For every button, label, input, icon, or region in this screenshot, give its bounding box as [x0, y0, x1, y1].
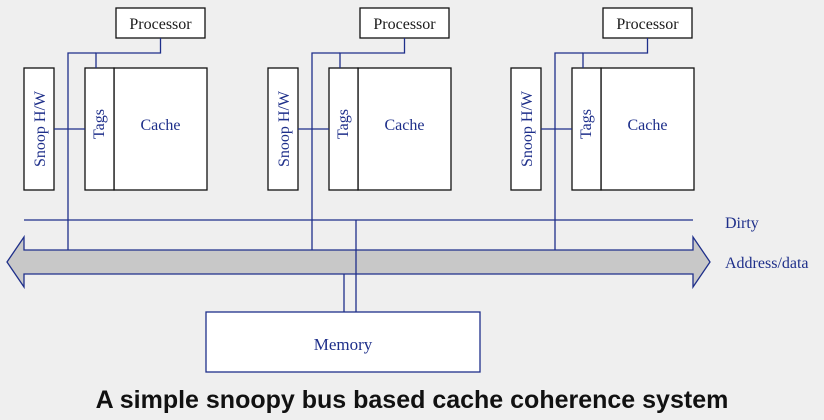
processor-label: Processor: [373, 16, 436, 33]
cache-box: [113, 67, 208, 191]
snoopy-bus-diagram: Processor Cache Tags Snoop H/W Processor…: [6, 7, 809, 373]
tags-label: Tags: [91, 109, 108, 139]
address-data-bus: [6, 234, 711, 290]
snoop-hw-box: [267, 67, 299, 191]
snoop-hw-box: [510, 67, 542, 191]
diagram-caption: A simple snoopy bus based cache coherenc…: [95, 386, 729, 414]
cache-label: Cache: [141, 117, 181, 134]
snoop-hw-label: Snoop H/W: [276, 90, 293, 167]
node-1: Processor Cache Tags Snoop H/W: [23, 7, 208, 250]
bus-drop-line: [554, 52, 583, 250]
processor-box: [115, 7, 206, 39]
tags-label: Tags: [335, 109, 352, 139]
processor-link: [582, 38, 649, 68]
cache-label: Cache: [628, 117, 668, 134]
processor-label: Processor: [129, 16, 192, 33]
memory-label: Memory: [314, 335, 373, 354]
tags-label: Tags: [578, 109, 595, 139]
processor-link: [339, 38, 406, 68]
address-data-label: Address/data: [725, 255, 809, 272]
node-3: Processor Cache Tags Snoop H/W: [510, 7, 695, 250]
node-2: Processor Cache Tags Snoop H/W: [267, 7, 452, 250]
cache-label: Cache: [385, 117, 425, 134]
processor-box: [359, 7, 450, 39]
snoop-hw-label: Snoop H/W: [519, 90, 536, 167]
bus-drop-line: [311, 52, 340, 250]
cache-box: [357, 67, 452, 191]
cache-box: [600, 67, 695, 191]
processor-box: [602, 7, 693, 39]
snoop-hw-label: Snoop H/W: [32, 90, 49, 167]
processor-label: Processor: [616, 16, 679, 33]
dirty-label: Dirty: [725, 215, 759, 232]
tags-box: [328, 67, 359, 191]
processor-link: [95, 38, 162, 68]
tags-box: [84, 67, 115, 191]
bus-drop-line: [67, 52, 96, 250]
memory-box: [205, 311, 481, 373]
